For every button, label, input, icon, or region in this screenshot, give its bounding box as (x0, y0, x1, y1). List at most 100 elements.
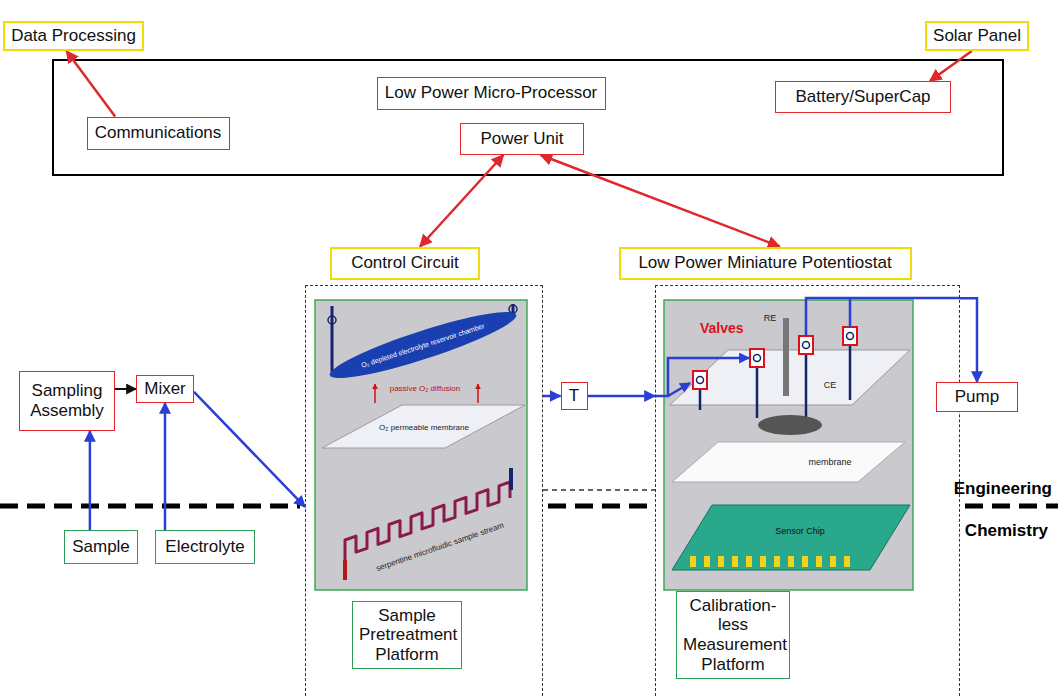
connector-arrow (543, 395, 561, 398)
box-label: Sample (72, 537, 130, 557)
box-label: Pump (955, 387, 999, 407)
inlet-tube (343, 560, 347, 580)
part-name: Sensor Chip (775, 526, 825, 536)
contact-pad (788, 556, 794, 567)
part-name: membrane (808, 457, 851, 467)
valve-ring (697, 377, 704, 384)
flow-line (849, 298, 852, 327)
module-box: Mixer (136, 375, 194, 403)
box-label: Solar Panel (933, 26, 1021, 46)
label-holder: O₂ permeable membrane (379, 423, 469, 432)
valve-ring (754, 355, 761, 362)
platform-region: Calibration-less Measurement Platform (655, 285, 960, 696)
connector-arrow (930, 51, 972, 81)
divider-line (965, 504, 1058, 509)
connector-arrow (588, 395, 656, 398)
membrane-sheet (322, 405, 525, 448)
divider-line (0, 504, 300, 509)
tube (756, 367, 759, 418)
box-label: Communications (95, 123, 222, 143)
connector-arrow (541, 155, 780, 247)
part-name: O₂ depleted electrolyte reservoir chambe… (360, 322, 485, 370)
controller-box: Control Circuit (330, 247, 480, 280)
part-name: serpentine microfluidic sample stream (375, 521, 505, 573)
part-name: O₂ permeable membrane (379, 423, 469, 432)
box-label: Battery/SuperCap (795, 87, 930, 107)
flow-line (668, 358, 749, 396)
contact-pad (718, 556, 724, 567)
contact-pad (844, 556, 850, 567)
junction-box: T (561, 382, 588, 410)
connector-arrow (89, 431, 92, 530)
connector-arrow (115, 388, 136, 390)
part-name: Valves (700, 320, 744, 336)
flow-line (655, 383, 690, 396)
reference-electrode (783, 318, 789, 396)
tube (805, 354, 808, 418)
membrane-plate (672, 442, 905, 482)
box-label: Low Power Micro-Processor (385, 83, 598, 103)
serpentine-channel (345, 482, 510, 580)
valve-symbol (750, 349, 764, 367)
contact-pads (690, 556, 850, 567)
platform-label: Calibration-less Measurement Platform (676, 591, 790, 679)
output-box: Data Processing (3, 21, 144, 51)
box-label: Power Unit (480, 129, 563, 149)
system-housing (53, 60, 1003, 175)
flow-line (806, 298, 960, 336)
electrode-name: CE (824, 380, 837, 390)
module-box: Sampling Assembly (19, 371, 115, 431)
connector-arrow (67, 51, 116, 117)
valve-symbol (843, 327, 857, 345)
contact-pad (802, 556, 808, 567)
label-holder: CE (824, 380, 837, 390)
module-box: Low Power Micro-Processor (377, 77, 606, 110)
valve-ring (803, 342, 810, 349)
input-box: Solar Panel (925, 21, 1029, 51)
box-label: Control Circuit (351, 253, 459, 273)
label-holder: membrane (808, 457, 851, 467)
chemical-box: Sample (64, 530, 138, 564)
diffusion-arrow (374, 384, 376, 403)
divider-line (548, 504, 650, 509)
port-ring (328, 316, 336, 324)
reservoir-chamber (325, 301, 520, 388)
process-note: passive O₂ diffusion (390, 384, 461, 393)
port-ring (509, 305, 517, 313)
domain-label: Chemistry (965, 521, 1048, 541)
diffusion-arrow (477, 384, 479, 403)
module-box: Power Unit (460, 123, 584, 155)
box-label: Electrolyte (165, 537, 244, 557)
label-holder: O₂ depleted electrolyte reservoir chambe… (360, 322, 485, 370)
module-box: Battery/SuperCap (775, 81, 951, 113)
label-holder: passive O₂ diffusion (390, 384, 461, 393)
label-holder: Sensor Chip (775, 526, 825, 536)
module-box: Communications (87, 117, 230, 150)
contact-pad (760, 556, 766, 567)
valve-symbol (799, 336, 813, 354)
sensor-chip (672, 505, 910, 570)
valve-ring (847, 333, 854, 340)
box-label: T (569, 386, 579, 406)
label-holder: RE (764, 313, 777, 323)
connector-arrow (164, 403, 167, 530)
connector-arrow (420, 155, 503, 247)
label-holder: serpentine microfluidic sample stream (375, 521, 505, 573)
cell-chamber (758, 415, 822, 435)
illustration-panel (664, 300, 913, 590)
electrode-name: RE (764, 313, 777, 323)
tube (699, 389, 702, 410)
chemical-box: Electrolyte (155, 530, 255, 564)
label-holder: Chemistry (965, 521, 1048, 541)
contact-pad (732, 556, 738, 567)
box-label: Low Power Miniature Potentiostat (638, 253, 891, 273)
outlet-tube (509, 468, 513, 490)
domain-label: Engineering (954, 479, 1052, 499)
contact-pad (746, 556, 752, 567)
box-label: Data Processing (11, 26, 136, 46)
illustration-panel (315, 300, 527, 590)
valve-symbol (693, 371, 707, 389)
tube (849, 345, 852, 400)
module-box: Pump (936, 382, 1018, 412)
